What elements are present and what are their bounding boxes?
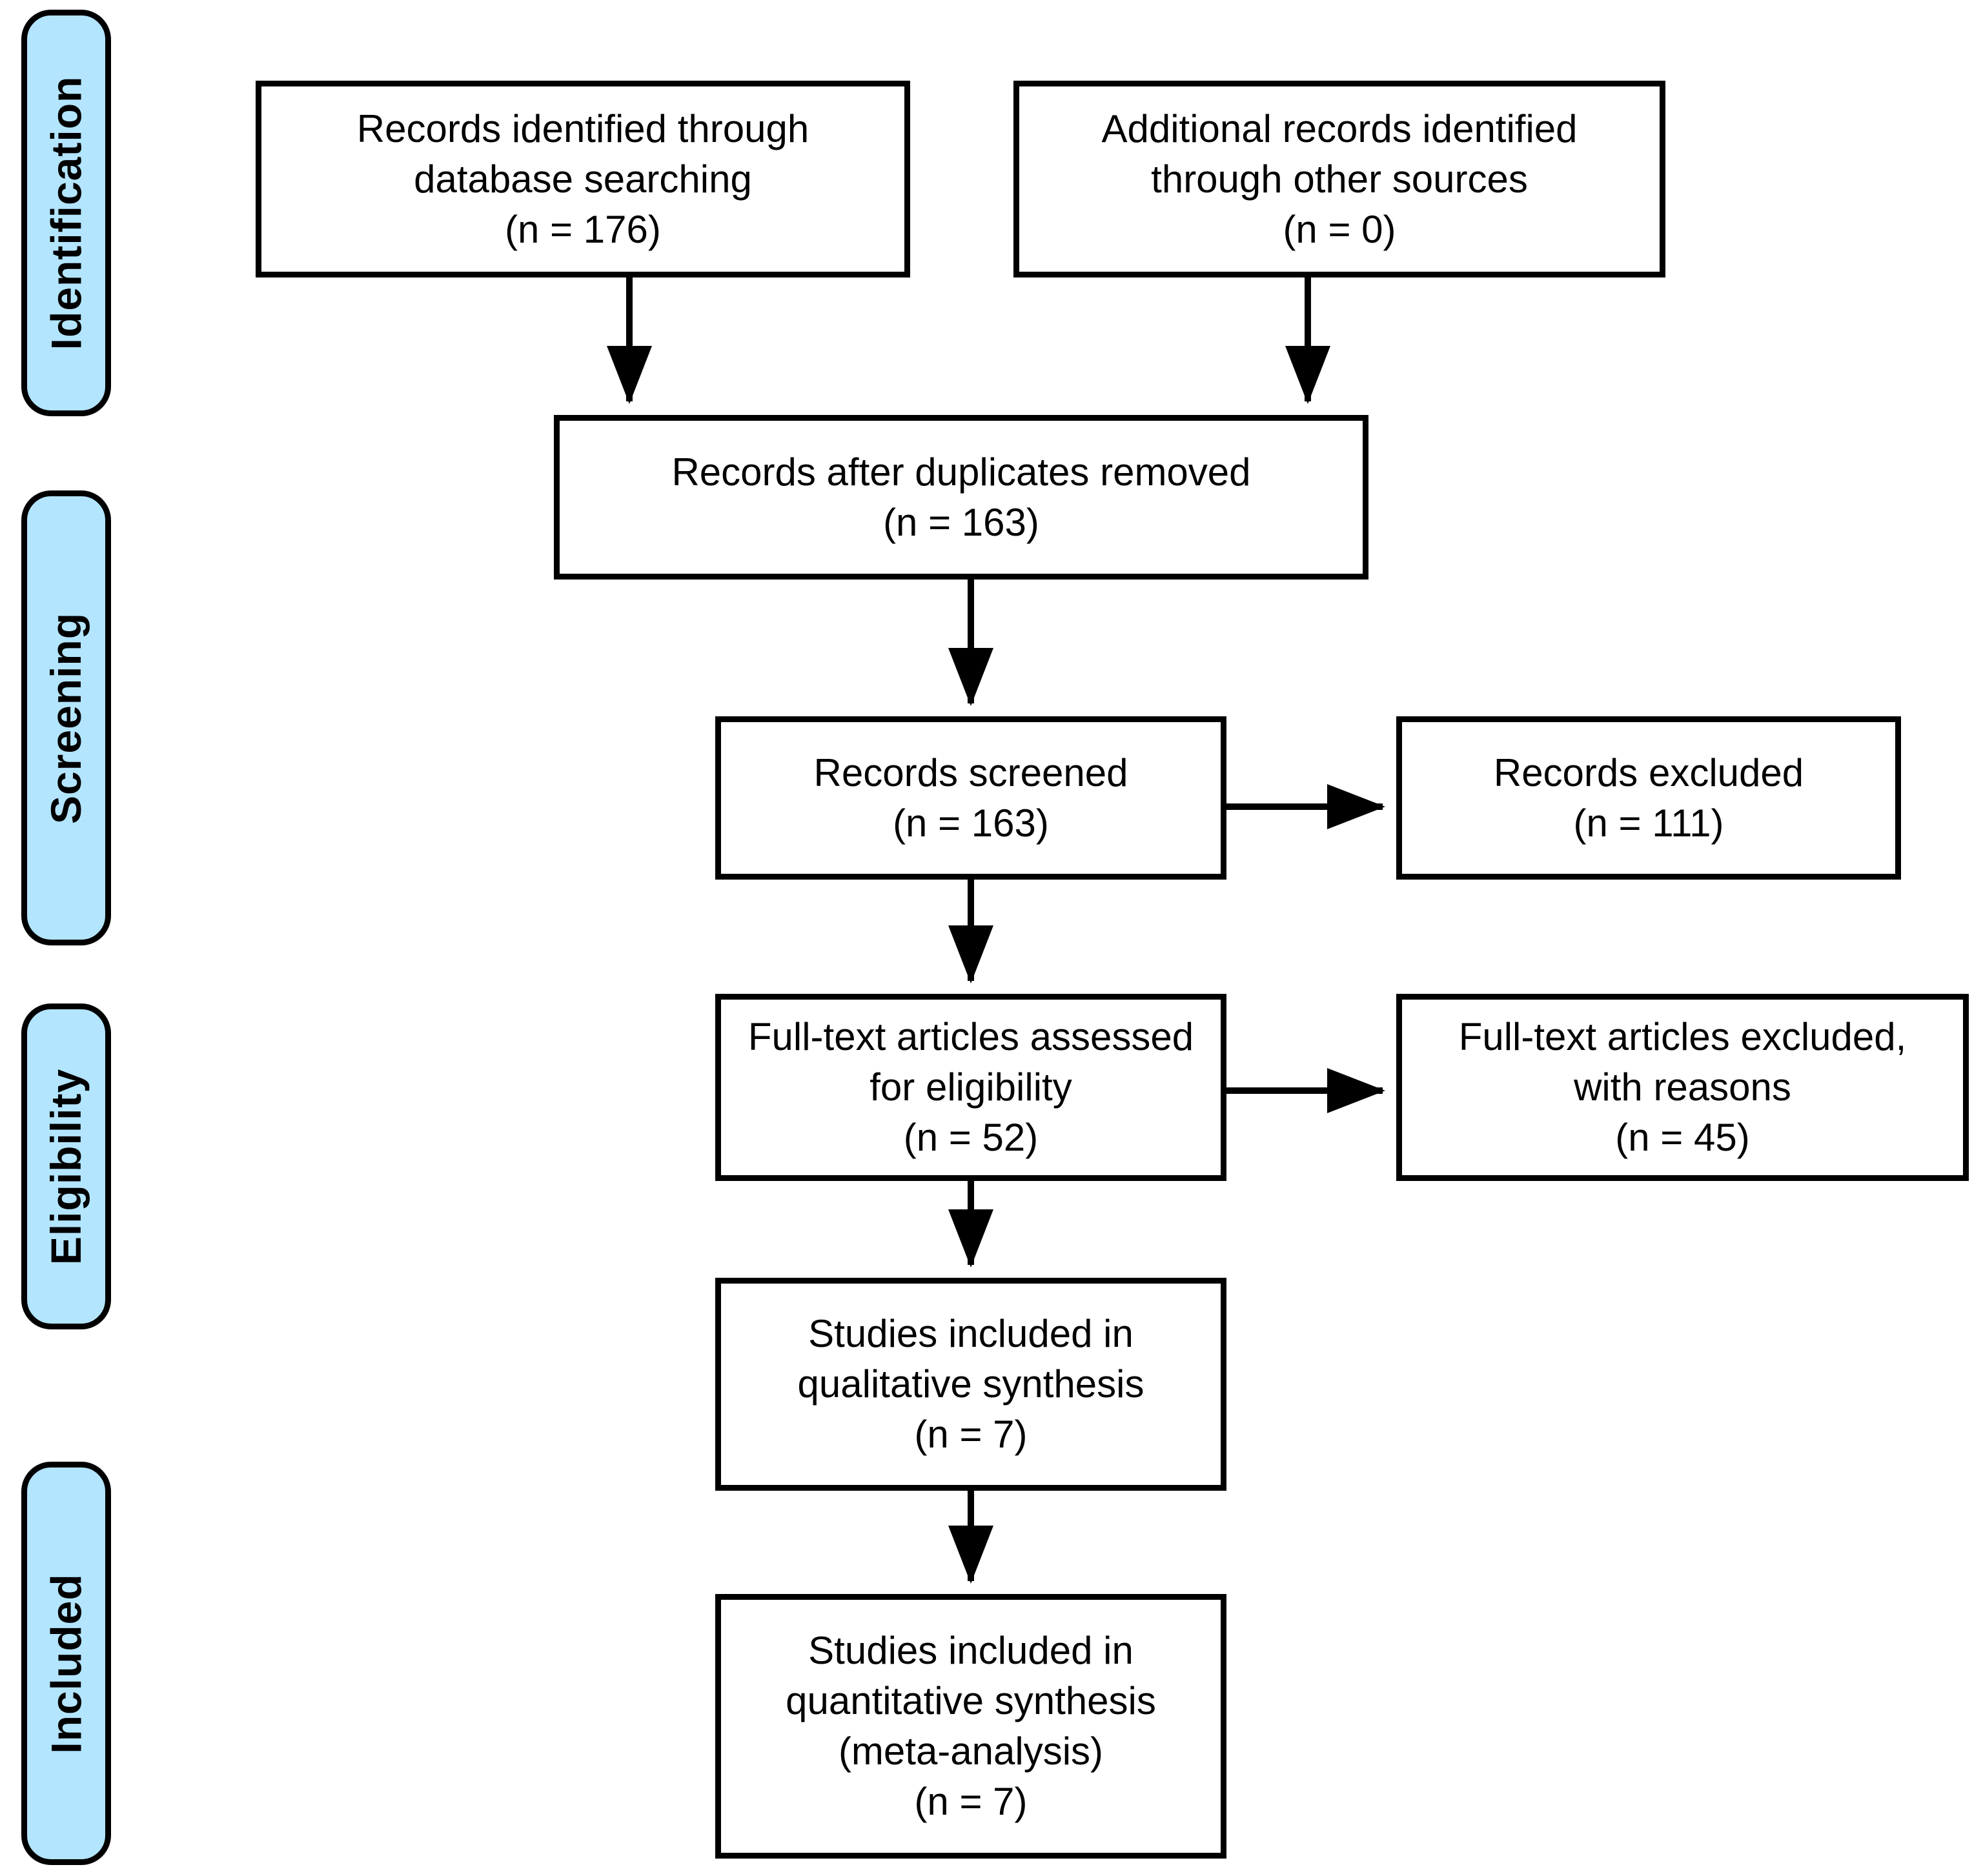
box-records-identified-count: (n = 176) (505, 207, 661, 251)
box-fulltext-assessed-count: (n = 52) (903, 1116, 1039, 1159)
box-quantitative-synthesis-line2: quantitative synthesis (786, 1679, 1156, 1722)
box-records-screened-line1: Records screened (813, 751, 1128, 794)
box-records-identified: Records identified through database sear… (256, 81, 910, 277)
box-quantitative-synthesis-count: (n = 7) (914, 1780, 1028, 1823)
box-records-screened-count: (n = 163) (893, 801, 1049, 845)
box-duplicates-removed-line1: Records after duplicates removed (671, 450, 1251, 494)
box-fulltext-assessed: Full-text articles assessed for eligibil… (715, 994, 1226, 1181)
box-qualitative-synthesis-count: (n = 7) (914, 1413, 1028, 1456)
box-records-excluded-count: (n = 111) (1573, 801, 1724, 845)
box-fulltext-excluded-count: (n = 45) (1615, 1116, 1750, 1159)
box-fulltext-excluded-line2: with reasons (1574, 1065, 1791, 1109)
box-fulltext-assessed-line2: for eligibility (869, 1065, 1072, 1109)
box-fulltext-assessed-line1: Full-text articles assessed (747, 1015, 1194, 1058)
box-records-screened: Records screened (n = 163) (715, 716, 1226, 880)
box-additional-records: Additional records identified through ot… (1013, 81, 1665, 277)
box-duplicates-removed-count: (n = 163) (883, 500, 1039, 544)
box-quantitative-synthesis: Studies included in quantitative synthes… (715, 1594, 1226, 1859)
box-quantitative-synthesis-line1: Studies included in (808, 1629, 1134, 1672)
stage-pill-eligibility: Eligibility (21, 1004, 111, 1329)
box-qualitative-synthesis-line2: qualitative synthesis (797, 1362, 1144, 1406)
box-qualitative-synthesis-line1: Studies included in (808, 1312, 1134, 1355)
box-records-excluded-line1: Records excluded (1493, 751, 1804, 794)
box-records-excluded: Records excluded (n = 111) (1396, 716, 1901, 880)
box-duplicates-removed: Records after duplicates removed (n = 16… (554, 415, 1368, 580)
box-fulltext-excluded-line1: Full-text articles excluded, (1458, 1015, 1907, 1058)
stage-pill-screening: Screening (21, 490, 111, 945)
box-additional-records-count: (n = 0) (1283, 207, 1396, 251)
box-records-identified-line1: Records identified through (356, 106, 809, 150)
stage-pill-included: Included (21, 1462, 111, 1865)
box-additional-records-line2: through other sources (1151, 157, 1528, 201)
box-quantitative-synthesis-line3: (meta-analysis) (838, 1730, 1104, 1773)
box-fulltext-excluded: Full-text articles excluded, with reason… (1396, 994, 1969, 1181)
stage-pill-identification: Identification (21, 10, 111, 416)
box-records-identified-line2: database searching (414, 157, 752, 201)
box-qualitative-synthesis: Studies included in qualitative synthesi… (715, 1278, 1226, 1491)
box-additional-records-line1: Additional records identified (1101, 106, 1578, 150)
